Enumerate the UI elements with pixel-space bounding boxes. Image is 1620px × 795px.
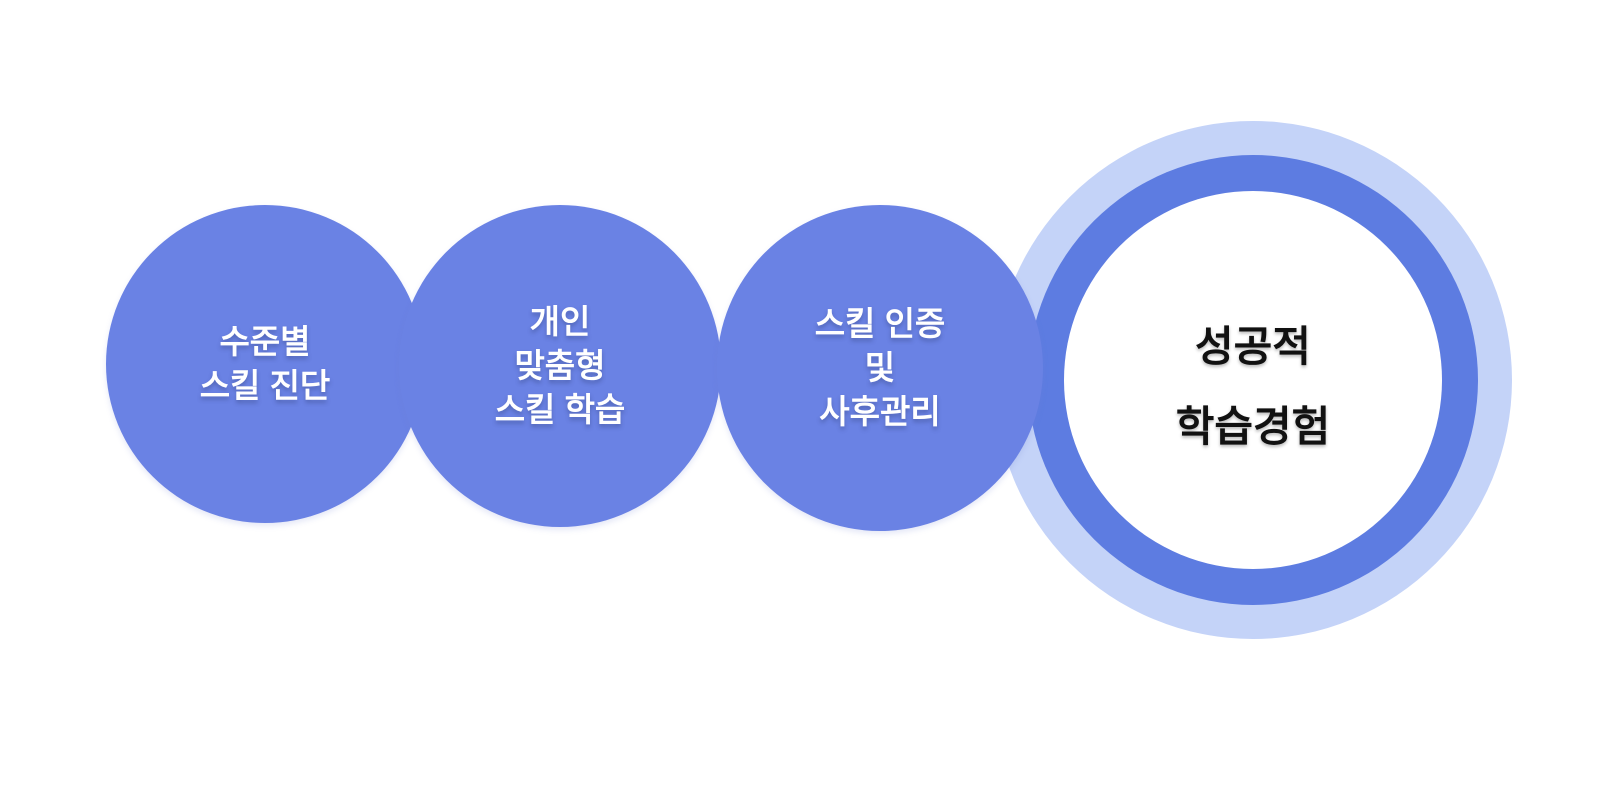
result-label: 성공적 학습경험 [1176,307,1331,467]
result-label-line-2: 학습경험 [1175,403,1331,450]
step-circle-3: 스킬 인증 및 사후관리 [717,205,1043,531]
step-3-label-line-1: 스킬 인증 [814,305,946,342]
result-label-line-1: 성공적 [1195,323,1311,370]
step-2-label-line-2: 맞춤형 [514,347,606,384]
step-1-label: 수준별 스킬 진단 [200,320,331,408]
step-3-label: 스킬 인증 및 사후관리 [815,302,946,434]
step-circle-1: 수준별 스킬 진단 [106,205,424,523]
step-2-label-line-1: 개인 [529,303,591,340]
step-1-label-line-1: 수준별 [219,323,311,360]
step-circle-2: 개인 맞춤형 스킬 학습 [399,205,721,527]
result-ring-inner: 성공적 학습경험 [1064,191,1442,569]
step-2-label: 개인 맞춤형 스킬 학습 [495,300,626,432]
step-2-label-line-3: 스킬 학습 [494,391,626,428]
step-3-label-line-3: 사후관리 [819,393,941,430]
step-3-label-line-2: 및 [864,349,896,386]
step-1-label-line-2: 스킬 진단 [199,367,331,404]
